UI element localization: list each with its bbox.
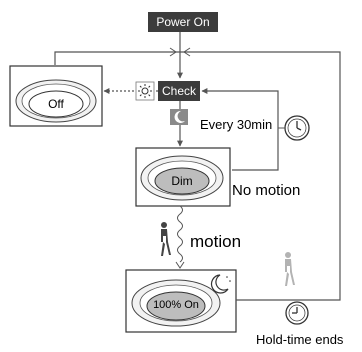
clock-icon-hold bbox=[285, 301, 309, 325]
sun-icon bbox=[138, 84, 152, 98]
off-label: Off bbox=[48, 97, 64, 111]
moon-icon bbox=[174, 110, 185, 123]
loop-line-left bbox=[54, 51, 180, 65]
person-walking-icon bbox=[161, 222, 171, 256]
arrow-loop-right bbox=[183, 47, 191, 57]
arrow-loop-left bbox=[169, 47, 177, 57]
hold-time-line bbox=[236, 290, 341, 301]
check-label: Check bbox=[161, 84, 196, 98]
power-on-box bbox=[148, 12, 218, 32]
dim-label: Dim bbox=[171, 174, 193, 188]
no-motion-line bbox=[201, 88, 279, 171]
arrow-motion bbox=[175, 261, 185, 269]
check-box bbox=[158, 81, 200, 101]
loop-line-top bbox=[180, 51, 341, 290]
power-on-label: Power On bbox=[156, 15, 210, 29]
motion-wavy-line bbox=[177, 205, 183, 263]
moon-icon-outline bbox=[210, 274, 229, 294]
clock-icon bbox=[284, 115, 310, 141]
full-on-label: 100% On bbox=[153, 299, 199, 311]
every-30min-label: Every 30min bbox=[200, 117, 273, 132]
no-motion-label: No motion bbox=[232, 182, 301, 199]
motion-label: motion bbox=[190, 232, 242, 251]
moon-icon-box bbox=[170, 109, 188, 125]
person-walking-faded-icon bbox=[285, 252, 295, 286]
hold-time-ends-label: Hold-time ends bbox=[256, 332, 344, 347]
